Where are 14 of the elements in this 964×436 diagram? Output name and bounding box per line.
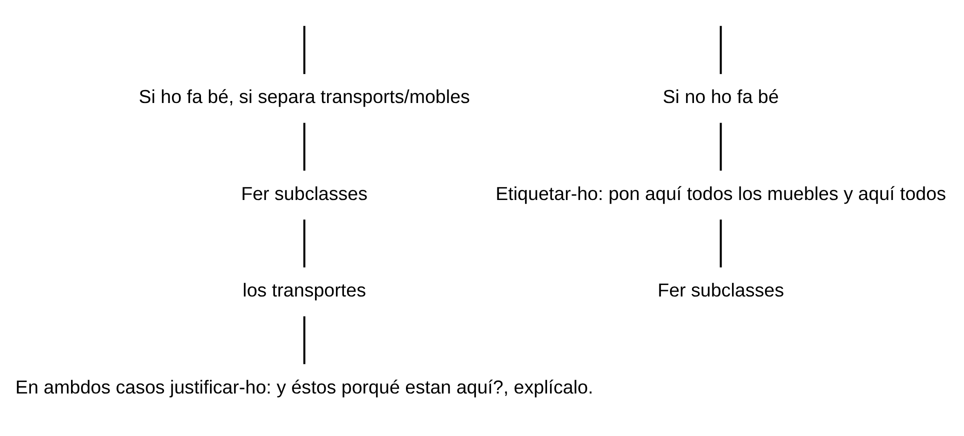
node-text: Si no ho fa bé xyxy=(662,86,779,107)
connector xyxy=(720,25,722,74)
connector xyxy=(303,316,306,364)
connector xyxy=(720,219,722,267)
node-text: Etiquetar-ho: pon aquí todos los muebles y aquí todos xyxy=(496,182,946,204)
node-text: Si ho fa bé, si separa transports/mobles xyxy=(138,86,470,107)
connector xyxy=(303,122,306,170)
node-text: En ambdos casos justificar-ho: y éstos porqué estan aquí?, explícalo. xyxy=(15,376,594,397)
node-text: los transportes xyxy=(242,279,366,300)
connector xyxy=(303,219,306,267)
node-text: Fer subclasses xyxy=(241,182,368,204)
connector xyxy=(720,122,722,170)
connector xyxy=(303,25,306,74)
node-text: Fer subclasses xyxy=(658,279,784,300)
